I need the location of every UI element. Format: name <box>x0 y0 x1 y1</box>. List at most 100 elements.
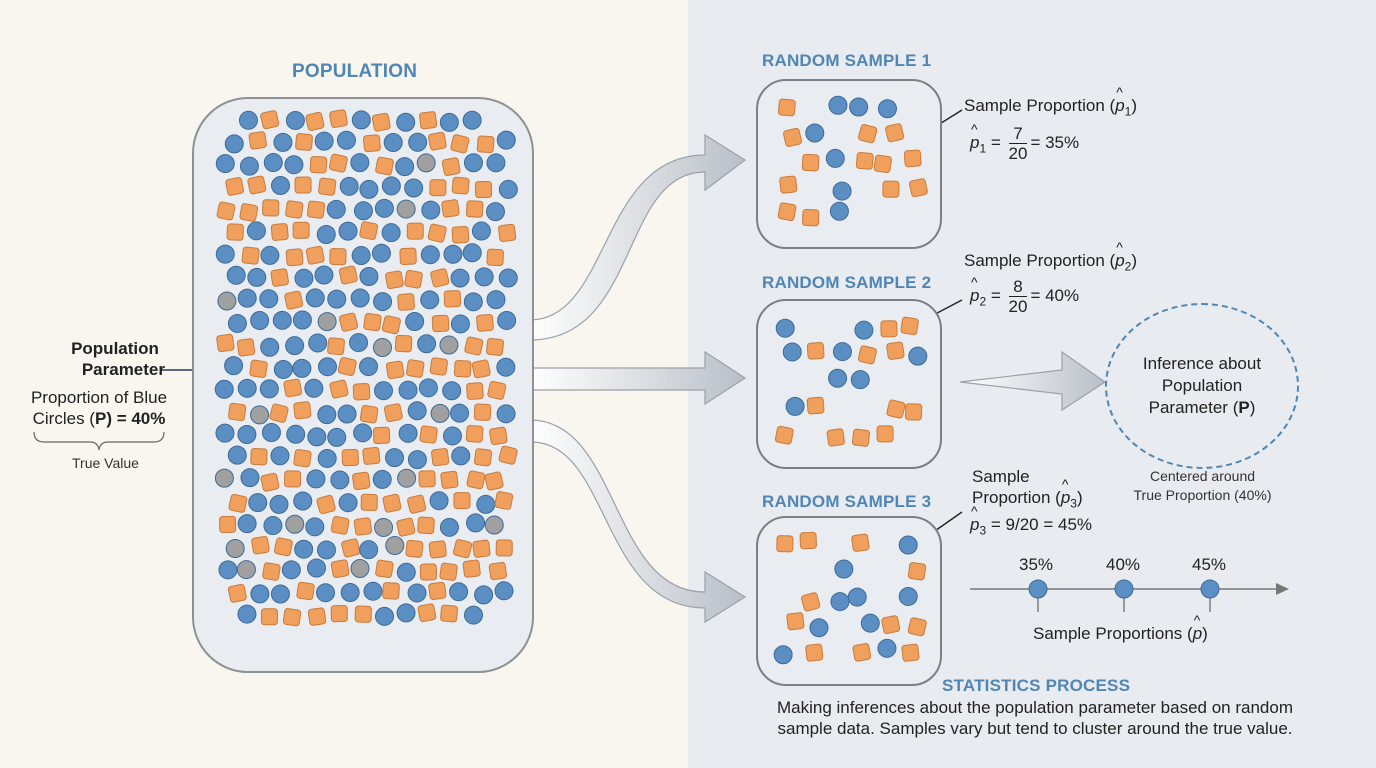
population-orange-square <box>338 312 359 332</box>
equals-sign: = <box>986 285 1006 305</box>
population-orange-square <box>430 268 450 288</box>
process-line-2: sample data. Samples vary but tend to cl… <box>777 719 1293 738</box>
population-blue-circle <box>396 112 416 132</box>
number-line-point-40% <box>1114 579 1134 599</box>
population-blue-circle <box>359 357 379 377</box>
population-orange-square <box>251 536 270 555</box>
population-orange-square <box>381 315 401 335</box>
population-orange-square <box>495 539 513 557</box>
population-gray-circle <box>397 468 417 488</box>
sample-2-title: RANDOM SAMPLE 2 <box>762 273 932 292</box>
population-gray-circle <box>317 312 337 332</box>
population-blue-circle <box>215 423 235 443</box>
population-orange-square <box>441 199 460 218</box>
true-value-brace <box>33 431 165 451</box>
population-blue-circle <box>498 268 518 288</box>
population-orange-square <box>225 177 245 196</box>
sample-2-orange-square <box>826 428 845 447</box>
sample-3-orange-square <box>799 531 817 550</box>
population-orange-square <box>375 559 394 579</box>
population-orange-square <box>441 157 461 177</box>
population-blue-circle <box>381 223 401 243</box>
sample-2-blue-circle <box>908 346 928 366</box>
population-blue-circle <box>247 267 267 287</box>
sample-3-blue-circle <box>860 613 880 633</box>
population-orange-square <box>270 223 289 241</box>
population-blue-circle <box>359 179 379 199</box>
population-blue-circle <box>338 221 358 241</box>
sample-2-result: = 40% <box>1030 285 1080 305</box>
population-blue-circle <box>359 540 379 560</box>
population-blue-circle <box>476 494 496 514</box>
population-blue-circle <box>317 357 337 377</box>
sample-2-orange-square <box>806 396 825 415</box>
population-blue-circle <box>463 605 483 625</box>
population-orange-square <box>309 156 328 174</box>
population-gray-circle <box>416 153 436 173</box>
sample-1-formula-subscript: 1 <box>979 141 987 156</box>
population-orange-square <box>249 359 268 378</box>
population-orange-square <box>431 314 450 333</box>
sample-2-blue-circle <box>782 342 802 362</box>
population-orange-square <box>382 582 400 600</box>
population-blue-circle <box>429 491 449 511</box>
population-orange-square <box>385 270 404 290</box>
population-orange-square <box>352 382 371 401</box>
population-blue-circle <box>260 337 280 357</box>
population-orange-square <box>399 247 417 265</box>
population-orange-square <box>466 470 486 490</box>
population-orange-square <box>236 338 256 357</box>
population-gray-circle <box>350 559 370 579</box>
tick-label-45: 45% <box>1192 555 1227 574</box>
population-blue-circle <box>327 289 347 309</box>
population-blue-circle <box>351 246 371 266</box>
population-orange-square <box>473 403 492 421</box>
population-gray-circle <box>372 337 392 357</box>
population-orange-square <box>228 402 247 422</box>
population-orange-square <box>440 604 458 623</box>
population-orange-square <box>466 382 484 400</box>
p-hat-symbol: p <box>1061 474 1070 508</box>
population-orange-square <box>451 176 470 195</box>
population-blue-circle <box>463 292 483 312</box>
population-blue-circle <box>248 493 268 513</box>
population-orange-square <box>429 179 447 197</box>
population-gray-circle <box>396 199 416 219</box>
sample-2-orange-square <box>880 320 898 338</box>
sample-1-subscript: 1 <box>1124 104 1132 119</box>
sample-2-label-text: Sample Proportion ( <box>964 251 1116 270</box>
sample-1-orange-square <box>858 124 878 144</box>
sample-3-label-line-2: Proportion (p3) <box>972 474 1083 514</box>
population-orange-square <box>419 563 438 581</box>
population-blue-circle <box>359 267 379 287</box>
population-orange-square <box>318 177 337 196</box>
population-blue-circle <box>486 153 506 173</box>
population-blue-circle <box>405 312 425 332</box>
population-blue-circle <box>263 153 283 173</box>
population-orange-square <box>428 540 447 559</box>
population-orange-square <box>359 405 379 424</box>
population-blue-circle <box>353 201 373 221</box>
population-blue-circle <box>271 176 291 196</box>
population-blue-circle <box>337 404 357 424</box>
sample-3-blue-circle <box>898 586 918 606</box>
population-orange-square <box>484 471 504 491</box>
sample-3-blue-circle <box>877 638 897 658</box>
population-orange-square <box>383 403 403 423</box>
population-gray-circle <box>484 515 504 535</box>
sample-3-blue-circle <box>773 645 793 665</box>
sample-1-orange-square <box>777 98 796 117</box>
population-blue-circle <box>246 221 266 241</box>
p-hat-symbol: p <box>970 272 979 306</box>
population-blue-circle <box>240 468 260 488</box>
sample-1-orange-square <box>885 123 905 143</box>
population-blue-circle <box>286 424 306 444</box>
population-orange-square <box>226 223 244 241</box>
population-orange-square <box>404 269 423 289</box>
population-orange-square <box>283 378 302 398</box>
population-orange-square <box>341 538 361 558</box>
sample-2-blue-circle <box>785 396 805 416</box>
population-blue-circle <box>408 132 428 152</box>
